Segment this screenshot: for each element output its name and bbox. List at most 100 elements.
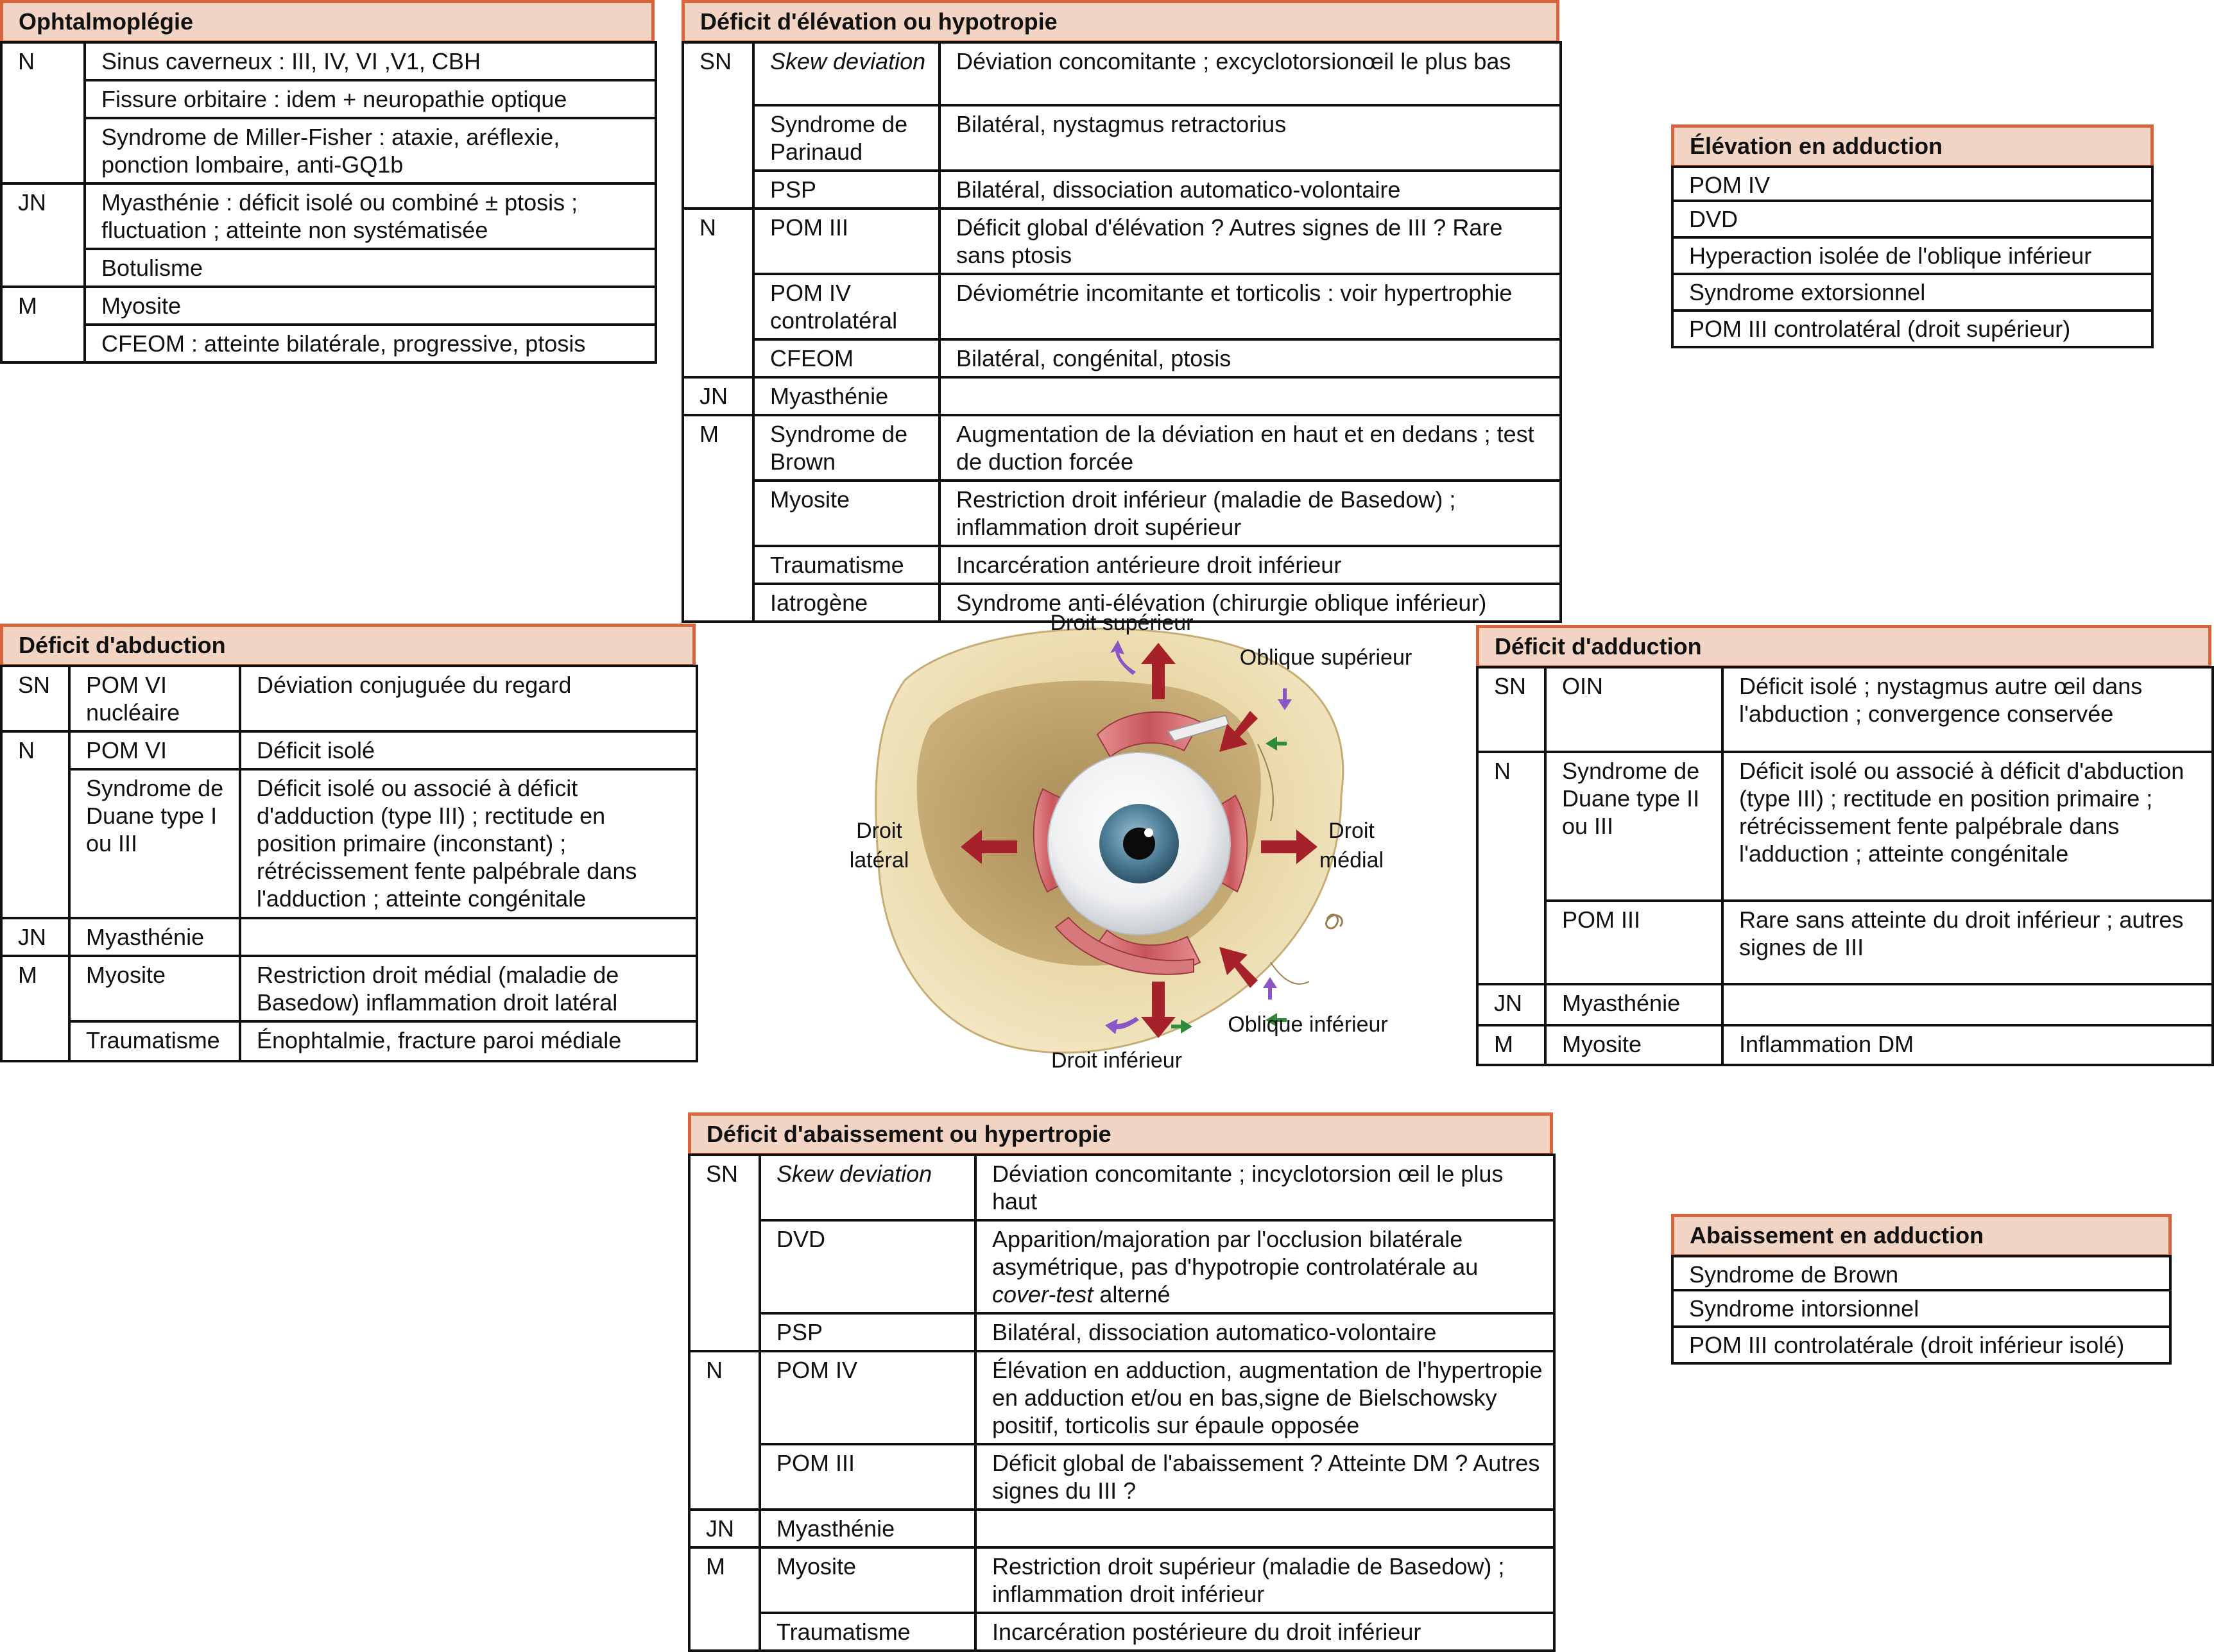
group-label: M (1476, 1024, 1547, 1066)
description-cell: Déviation conjuguée du regard (239, 665, 698, 733)
cause-cell: Traumatisme (752, 545, 941, 585)
description-cell (938, 376, 1562, 416)
label-oblique-superieur: Oblique supérieur (1240, 645, 1412, 670)
description-italic: cover-test (992, 1281, 1094, 1307)
cause-cell: Skew deviation (759, 1154, 977, 1222)
arrow-diagonal-up-icon (1219, 711, 1258, 752)
cause-cell: PSP (759, 1312, 977, 1352)
group-label: M (0, 285, 86, 364)
group-label: SN (682, 41, 755, 210)
cause-cell: Iatrogène (752, 583, 941, 623)
list-item: Syndrome extorsionnel (1671, 275, 2154, 312)
panel-title: Déficit d'abduction (0, 624, 696, 667)
arrow-right-icon (1261, 830, 1317, 864)
cause-cell: POM IV controlatéral (752, 273, 941, 341)
description-text: Apparition/majoration par l'occlusion bi… (992, 1226, 1479, 1280)
description-cell: Déviation concomitante ; excyclotorsionœ… (938, 41, 1562, 106)
cause-cell: DVD (759, 1219, 977, 1315)
label-droit-superieur: Droit supérieur (1051, 611, 1194, 635)
arrow-green-left-icon (1266, 737, 1287, 751)
cause-cell: Traumatisme (68, 1020, 241, 1062)
description-cell: Restriction droit médial (maladie de Bas… (239, 955, 698, 1023)
group-label: N (688, 1350, 761, 1511)
panel-title: Élévation en adduction (1671, 124, 2154, 168)
cause-cell: CFEOM (752, 338, 941, 379)
group-label: M (688, 1546, 761, 1652)
description-cell: Déficit isolé ou associé à déficit d'abd… (1721, 751, 2214, 902)
list-item: POM III controlatéral (droit supérieur) (1671, 312, 2154, 348)
eye-illustration: Droit supérieur Oblique supérieur Droit … (850, 611, 1412, 1073)
cause-cell: Syndrome de Duane type I ou III (68, 768, 241, 919)
description-cell: Restriction droit supérieur (maladie de … (974, 1546, 1556, 1614)
description-cell: Déficit global d'élévation ? Autres sign… (938, 207, 1562, 275)
description-cell: Restriction droit inférieur (maladie de … (938, 479, 1562, 547)
group-label: JN (688, 1508, 761, 1549)
inferior-oblique-muscle (1054, 916, 1194, 975)
arrow-green-right-icon (1171, 1019, 1192, 1034)
row-text: Sinus caverneux : III, IV, VI ,V1, CBH (83, 41, 657, 81)
description-cell: Énophtalmie, fracture paroi médiale (239, 1020, 698, 1062)
description-text-end: alterné (1093, 1281, 1171, 1307)
abaissement-adduction-list: Syndrome de Brown Syndrome intorsionnel … (1671, 1255, 2172, 1365)
description-cell: Inflammation DM (1721, 1024, 2214, 1066)
group-label: M (0, 955, 71, 1062)
group-label: N (0, 730, 71, 919)
arrow-purple-up-icon (1263, 977, 1277, 1000)
curved-arrow-purple-icon (1110, 640, 1136, 675)
panel-title: Ophtalmoplégie (0, 0, 655, 44)
row-text: CFEOM : atteinte bilatérale, progressive… (83, 323, 657, 364)
label-droit-medial-2: médial (1319, 848, 1384, 873)
cause-cell: POM III (759, 1443, 977, 1511)
superior-rectus-muscle (1096, 711, 1201, 758)
description-cell: Déviométrie incomitante et torticolis : … (938, 273, 1562, 341)
superior-oblique-tendon (1167, 714, 1230, 742)
cause-cell: Myosite (68, 955, 241, 1023)
row-text: Myosite (83, 285, 657, 326)
description-cell: Déficit isolé ou associé à déficit d'add… (239, 768, 698, 919)
group-label: N (1476, 751, 1547, 985)
group-label: JN (1476, 983, 1547, 1026)
arrow-down-icon (1141, 982, 1176, 1038)
description-cell: Incarcération antérieure droit inférieur (938, 545, 1562, 585)
description-cell: Bilatéral, nystagmus retractorius (938, 104, 1562, 172)
list-item: Syndrome intorsionnel (1671, 1291, 2172, 1328)
group-label: SN (688, 1154, 761, 1352)
cause-cell: Traumatisme (759, 1612, 977, 1652)
cause-cell: Myasthénie (1544, 983, 1724, 1026)
bone-squiggle (1325, 914, 1343, 930)
group-label: JN (0, 917, 71, 957)
label-oblique-inferieur: Oblique inférieur (1228, 1012, 1387, 1037)
list-item: POM IV (1671, 166, 2154, 202)
cause-cell: Myosite (752, 479, 941, 547)
fracture-line (1257, 744, 1310, 985)
elevation-adduction-list: POM IV DVD Hyperaction isolée de l'obliq… (1671, 166, 2154, 348)
cause-cell: POM III (752, 207, 941, 275)
description-cell (974, 1508, 1556, 1549)
group-label: N (0, 41, 86, 185)
group-label: SN (0, 665, 71, 733)
cause-cell: Skew deviation (752, 41, 941, 106)
panel-title: Abaissement en adduction (1671, 1214, 2172, 1257)
cause-cell: POM VI nucléaire (68, 665, 241, 733)
row-text: Syndrome de Miller-Fisher : ataxie, aréf… (83, 117, 657, 185)
list-item: Syndrome de Brown (1671, 1255, 2172, 1291)
description-cell: Déficit isolé ; nystagmus autre œil dans… (1721, 666, 2214, 753)
panel-title: Déficit d'abaissement ou hypertropie (688, 1112, 1553, 1156)
description-cell: Apparition/majoration par l'occlusion bi… (974, 1219, 1556, 1315)
description-cell: Augmentation de la déviation en haut et … (938, 414, 1562, 482)
list-item: DVD (1671, 202, 2154, 239)
arrow-left-icon (961, 830, 1017, 864)
description-cell (239, 917, 698, 957)
description-cell: Incarcération postérieure du droit infér… (974, 1612, 1556, 1652)
cause-cell: Myasthénie (68, 917, 241, 957)
row-text: Myasthénie : déficit isolé ou combiné ± … (83, 182, 657, 250)
description-cell: Élévation en adduction, augmentation de … (974, 1350, 1556, 1445)
group-label: SN (1476, 666, 1547, 753)
group-label: M (682, 414, 755, 623)
description-cell: Déviation concomitante ; incyclotorsion … (974, 1154, 1556, 1222)
description-cell: Déficit isolé (239, 730, 698, 771)
